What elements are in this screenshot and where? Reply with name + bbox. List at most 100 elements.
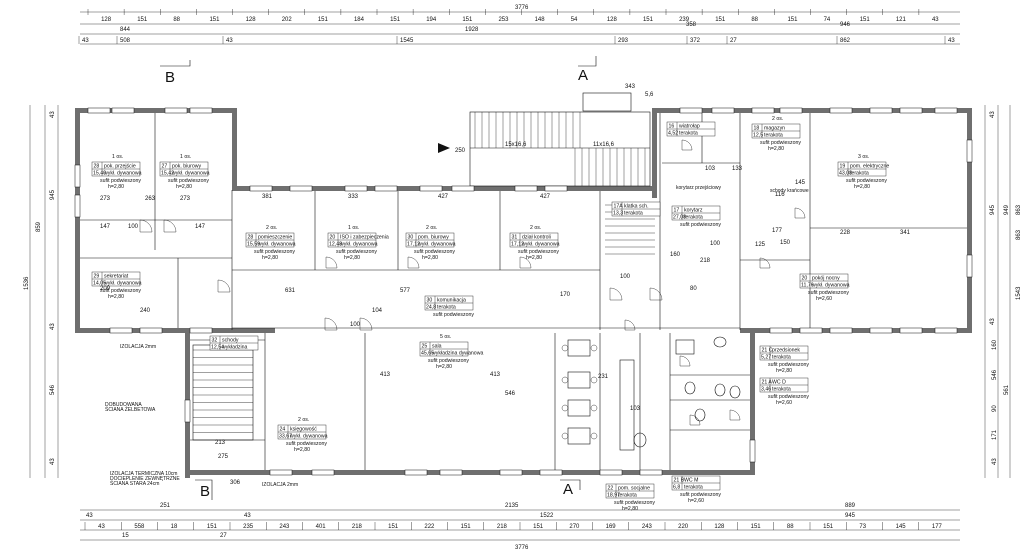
room-area: 12,54: [211, 345, 224, 351]
room-area: 5,27: [761, 355, 771, 361]
note-sciana-zelbetowa: ŚCIANA ŻELBETOWA: [105, 405, 156, 413]
window: [711, 107, 735, 114]
top-dim-value: 508: [120, 38, 131, 44]
window: [966, 254, 973, 278]
note-izolacja-bottom: IZOLACJA 2mm: [262, 482, 298, 488]
room-ceiling: sufit podwieszony: [100, 288, 141, 294]
room-ceiling: sufit podwieszony: [100, 178, 141, 184]
inner-dim-value: 427: [540, 194, 551, 200]
window: [109, 327, 133, 334]
inner-dim-value: 577: [400, 288, 411, 294]
window: [679, 107, 703, 114]
window: [189, 327, 213, 334]
window: [404, 469, 428, 476]
room-ceiling: sufit podwieszony: [336, 249, 377, 255]
room-ceiling: sufit podwieszony: [254, 249, 295, 255]
room-name: sala: [432, 344, 442, 350]
room-floor: terakota: [850, 171, 869, 177]
top-dim-value: 128: [101, 17, 112, 23]
door: [519, 256, 532, 269]
window: [269, 469, 293, 476]
bottom-dim-value: 243: [279, 524, 290, 530]
room-name: pom. biurowy: [418, 235, 449, 241]
window: [869, 327, 893, 334]
room-height: h=2,60: [688, 498, 704, 504]
inner-dim-value: 546: [505, 391, 516, 397]
door: [649, 287, 663, 301]
door: [759, 257, 771, 269]
bottom-dim-value: 128: [714, 524, 725, 530]
room-floor: terakota: [679, 131, 698, 137]
room-ceiling: sufit podwieszony: [846, 178, 887, 184]
door: [139, 219, 153, 233]
room-number: 16: [669, 124, 675, 130]
top-dim-value: 43: [226, 38, 233, 44]
room-area: 27,08: [673, 215, 686, 221]
note-izolacja-top: IZOLACJA 2mm: [120, 344, 156, 350]
conference-tables: [561, 339, 598, 445]
svg-text:11x16,6: 11x16,6: [593, 142, 615, 148]
right-dim-value: 546: [992, 369, 998, 380]
room-floor: wykł. dywanowa: [258, 242, 296, 248]
right-dim-value: 160: [992, 339, 998, 350]
bottom-dim-2135: 2135: [505, 503, 519, 509]
top-dim-value: 239: [679, 17, 690, 23]
room-floor: wykł. dywanowa: [812, 283, 850, 289]
window: [514, 185, 538, 192]
top-dim-value: 151: [209, 17, 220, 23]
inner-dim-value: 170: [560, 292, 571, 298]
svg-text:5,6: 5,6: [645, 92, 654, 98]
room-number: 21 B: [674, 478, 685, 484]
room-area: 17,12: [511, 242, 524, 248]
room-name: pokój nocny: [812, 276, 840, 282]
door: [729, 409, 741, 421]
right-dim-value: 863: [1016, 229, 1022, 240]
window: [419, 185, 443, 192]
left-dim-value: 1536: [24, 276, 30, 290]
window: [451, 185, 475, 192]
right-dim-value: 945: [990, 204, 996, 215]
room-occupancy: 3 os.: [858, 154, 869, 160]
bottom-dim-value: 43: [98, 524, 105, 530]
room-floor: wykł. dywanowa: [104, 171, 142, 177]
room-floor: wykładzina: [222, 345, 247, 351]
window: [74, 164, 81, 188]
top-dim-value: 253: [498, 17, 509, 23]
bottom-dim-value: 243: [642, 524, 653, 530]
bottom-dim-945: 945: [845, 513, 856, 519]
windows: [74, 107, 973, 476]
window: [539, 469, 563, 476]
inner-dim-value: 100: [128, 224, 139, 230]
top-dim-value: 121: [896, 17, 907, 23]
room-occupancy: 1 os.: [112, 154, 123, 160]
right-dim-value: 43: [992, 458, 998, 465]
inner-dim-value: 150: [780, 240, 791, 246]
window: [249, 185, 273, 192]
window: [899, 327, 923, 334]
inner-dim-value: 116: [775, 192, 785, 198]
section-mark-b-top: B: [160, 60, 191, 86]
note-korytarz: korytarz przejściowy: [676, 185, 722, 191]
window: [139, 327, 163, 334]
right-dim-value: 90: [992, 405, 998, 412]
right-dim-value: 43: [990, 318, 996, 325]
door: [624, 319, 636, 331]
window: [374, 185, 398, 192]
bottom-dim-value: 235: [243, 524, 254, 530]
window: [799, 327, 823, 334]
door: [609, 287, 623, 301]
svg-text:250: 250: [455, 148, 466, 154]
window: [74, 194, 81, 218]
svg-text:B: B: [165, 69, 175, 86]
inner-dim-value: 263: [145, 196, 156, 202]
door: [163, 219, 177, 233]
bottom-dim-value: 43: [86, 513, 93, 519]
room-floor: terakota: [772, 355, 791, 361]
room-area: 6,8: [673, 485, 680, 491]
room-ceiling: sufit podwieszony: [614, 500, 655, 506]
room-floor: wykł. dywanowa: [340, 242, 378, 248]
